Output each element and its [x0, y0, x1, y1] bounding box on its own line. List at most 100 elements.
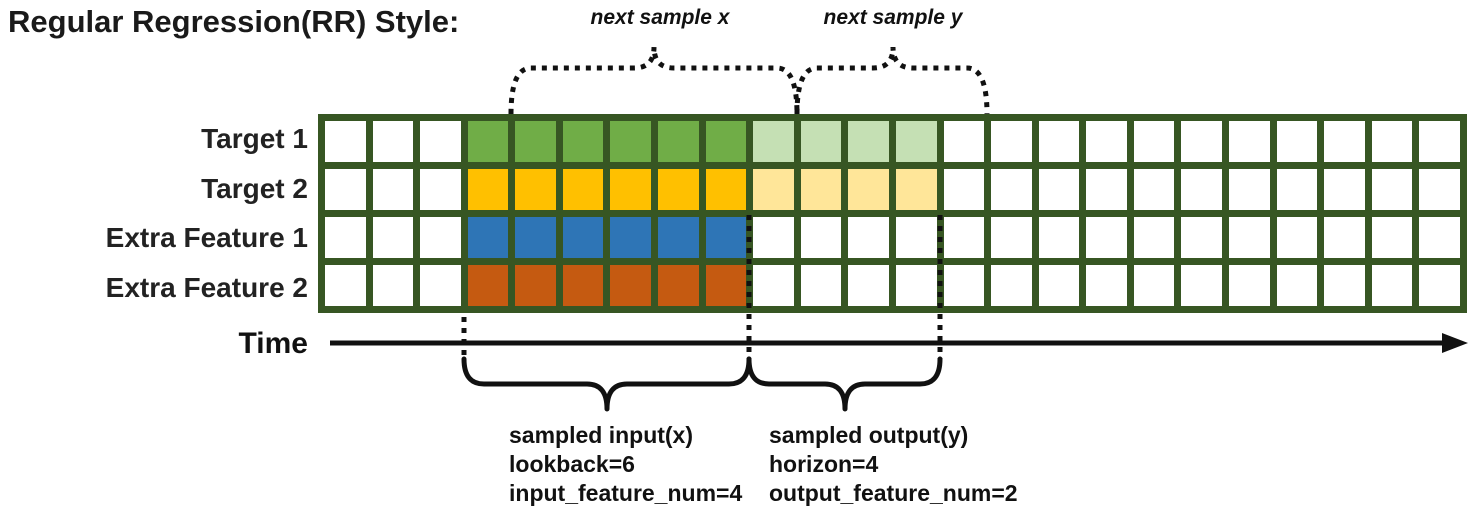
grid-cell [848, 265, 889, 306]
grid-cell [753, 169, 794, 210]
grid-cell [610, 121, 652, 162]
grid-cell [753, 265, 794, 306]
grid-cell [800, 217, 842, 258]
grid-cell [848, 121, 889, 162]
grid-cell [562, 217, 604, 258]
sampled-output-caption: sampled output(y) horizon=4 output_featu… [769, 421, 1018, 508]
sampled-input-caption-line-2: lookback=6 [509, 451, 635, 477]
grid-cell [1038, 265, 1080, 306]
time-axis-arrowhead [1442, 333, 1468, 353]
grid-cell [372, 217, 414, 258]
grid-cell [610, 265, 652, 306]
grid-cell [895, 265, 937, 306]
next-sample-x-brace [508, 46, 800, 115]
grid-cell [1229, 265, 1270, 306]
grid-cell [610, 169, 652, 210]
grid-cell [1229, 121, 1270, 162]
grid-cell [1181, 217, 1223, 258]
grid-cell [1229, 217, 1270, 258]
figure-title: Regular Regression(RR) Style: [8, 4, 460, 39]
grid-cell [991, 121, 1032, 162]
grid-cell [1181, 265, 1223, 306]
grid-cell [943, 169, 985, 210]
grid-cell [1419, 217, 1460, 258]
grid-cell [658, 217, 699, 258]
grid-cell [1419, 265, 1460, 306]
grid-cell [658, 265, 699, 306]
grid-cell [420, 265, 461, 306]
sampled-output-underbrace [746, 356, 943, 412]
grid-cell [705, 265, 747, 306]
grid-cell [753, 121, 794, 162]
grid-cell [1324, 121, 1365, 162]
grid-cell [1086, 169, 1127, 210]
grid-cell [1038, 121, 1080, 162]
grid-cell [1038, 169, 1080, 210]
row-label-target-2: Target 2 [201, 173, 308, 204]
grid-cell [1371, 265, 1413, 306]
grid-cell [1324, 265, 1365, 306]
grid-cell [1181, 121, 1223, 162]
sampled-input-caption: sampled input(x) lookback=6 input_featur… [509, 421, 742, 508]
grid-cell [1419, 169, 1460, 210]
sampled-input-underbrace [461, 356, 752, 412]
grid-cell [658, 169, 699, 210]
grid-cell [467, 265, 509, 306]
grid-cell [895, 217, 937, 258]
grid-cell [467, 169, 509, 210]
grid-cell [1276, 121, 1318, 162]
row-label-extra-feature-1: Extra Feature 1 [105, 222, 308, 253]
sampled-input-caption-line-3: input_feature_num=4 [509, 480, 743, 506]
grid-cell [1276, 265, 1318, 306]
grid-cell [1133, 169, 1175, 210]
grid-cell [1133, 121, 1175, 162]
grid-cell [658, 121, 699, 162]
grid-cell [943, 121, 985, 162]
row-label-target-1: Target 1 [201, 123, 308, 154]
grid-cell [515, 265, 556, 306]
grid-cell [800, 265, 842, 306]
grid-cell [325, 265, 366, 306]
grid-cell [895, 121, 937, 162]
grid-cell [1086, 217, 1127, 258]
grid-cell [1371, 169, 1413, 210]
grid-cell [1419, 121, 1460, 162]
grid-cell [1038, 217, 1080, 258]
grid-cell [705, 217, 747, 258]
grid-cell [1086, 121, 1127, 162]
grid-cell [515, 121, 556, 162]
grid-cell [1324, 217, 1365, 258]
grid-cell [1324, 169, 1365, 210]
grid-cell [562, 121, 604, 162]
grid-cell [943, 265, 985, 306]
grid-cell [991, 169, 1032, 210]
grid-cell [1086, 265, 1127, 306]
next-sample-x-label: next sample x [590, 6, 730, 29]
grid-cell [991, 217, 1032, 258]
timeseries-grid [318, 114, 1467, 313]
grid-cell [325, 121, 366, 162]
grid-cell [562, 169, 604, 210]
grid-cell [848, 169, 889, 210]
grid-cell [325, 217, 366, 258]
grid-cell [372, 169, 414, 210]
row-label-extra-feature-2: Extra Feature 2 [105, 272, 308, 303]
grid-cell [467, 217, 509, 258]
grid-cell [372, 121, 414, 162]
grid-cell [372, 265, 414, 306]
grid-cell [420, 217, 461, 258]
grid-cell [610, 217, 652, 258]
grid-cell [848, 217, 889, 258]
grid-cell [1276, 217, 1318, 258]
grid-cell [1133, 265, 1175, 306]
grid-cell [800, 121, 842, 162]
sampled-output-caption-line-1: sampled output(y) [769, 422, 969, 448]
grid-cell [895, 169, 937, 210]
grid-cell [1181, 169, 1223, 210]
next-sample-y-brace [794, 46, 990, 115]
grid-cell [562, 265, 604, 306]
grid-cell [325, 169, 366, 210]
grid-cell [943, 217, 985, 258]
grid-cell [1276, 169, 1318, 210]
grid-cell [705, 121, 747, 162]
